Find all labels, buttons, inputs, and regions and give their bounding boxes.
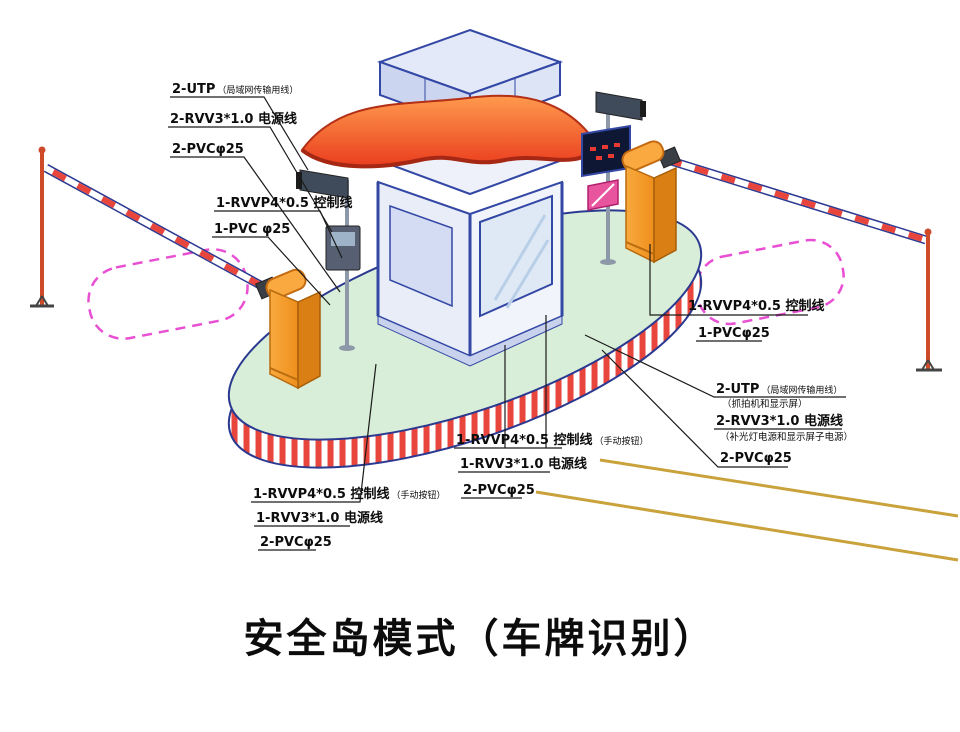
- left-barrier-arm: [43, 164, 265, 290]
- right-barrier-arm: [666, 155, 928, 245]
- guard-booth: [300, 28, 600, 367]
- right-camera-pole: [581, 91, 646, 265]
- label-note: （抓拍机和显示屏）: [722, 399, 808, 410]
- label-text: 2-PVCφ25: [463, 483, 535, 498]
- led-display-icon: [581, 124, 631, 178]
- cable-label-rl-2: （抓拍机和显示屏）: [722, 400, 808, 410]
- road-edge-lines: [535, 458, 959, 562]
- lpr-camera-left-icon: [299, 169, 349, 199]
- left-camera-pole: [296, 169, 361, 351]
- booth-window-left: [389, 204, 453, 308]
- cable-label-tl-3: 2-PVCφ25: [172, 143, 244, 157]
- cable-label-ll-1: 1-RVVP4*0.5 控制线（手动按钮）: [253, 488, 446, 502]
- cable-label-c-1: 1-RVVP4*0.5 控制线（手动按钮）: [456, 434, 649, 448]
- cable-label-ll-3: 2-PVCφ25: [260, 536, 332, 550]
- label-text: 1-RVVP4*0.5 控制线: [456, 433, 593, 448]
- cable-label-rl-4: （补光灯电源和显示屏子电源）: [720, 433, 853, 443]
- cable-label-rm-2: 1-PVCφ25: [698, 327, 770, 341]
- label-note: （局域网传输用线）: [761, 386, 843, 396]
- cable-label-rl-3: 2-RVV3*1.0 电源线: [716, 415, 843, 429]
- label-text: 1-RVVP4*0.5 控制线: [216, 196, 353, 211]
- label-text: 1-RVV3*1.0 电源线: [256, 511, 383, 526]
- cable-label-c-3: 2-PVCφ25: [463, 484, 535, 498]
- label-text: 2-UTP: [172, 82, 216, 97]
- cable-label-lm-1: 1-RVVP4*0.5 控制线: [216, 197, 353, 211]
- label-text: 2-UTP: [716, 382, 760, 397]
- label-text: 2-PVCφ25: [172, 142, 244, 157]
- label-text: 1-RVVP4*0.5 控制线: [253, 487, 390, 502]
- label-note: （手动按钮）: [391, 491, 446, 501]
- cable-label-rl-5: 2-PVCφ25: [720, 452, 792, 466]
- label-text: 1-PVCφ25: [698, 326, 770, 341]
- label-note: （手动按钮）: [594, 437, 649, 447]
- label-text: 2-RVV3*1.0 电源线: [170, 112, 297, 127]
- cable-label-rl-1: 2-UTP（局域网传输用线）: [716, 383, 842, 397]
- barrier-gate-left: [254, 268, 321, 390]
- cable-label-lm-2: 1-PVC φ25: [214, 223, 290, 237]
- label-note: （局域网传输用线）: [217, 86, 299, 96]
- booth-window-right: [479, 194, 553, 318]
- label-text: 1-RVVP4*0.5 控制线: [688, 299, 825, 314]
- lpr-camera-right-icon: [595, 91, 643, 121]
- label-note: （补光灯电源和显示屏子电源）: [720, 432, 854, 443]
- label-text: 2-RVV3*1.0 电源线: [716, 414, 843, 429]
- right-arm-support-pole: [916, 228, 942, 372]
- diagram-title: 安全岛模式（车牌识别）: [243, 616, 717, 662]
- leader-lines: [168, 96, 846, 551]
- cable-label-rm-1: 1-RVVP4*0.5 控制线: [688, 300, 825, 314]
- label-text: 1-PVC φ25: [214, 222, 291, 237]
- booth-canopy: [300, 94, 600, 169]
- barrier-gate-right: [621, 140, 682, 264]
- label-text: 2-PVCφ25: [720, 451, 792, 466]
- label-text: 2-PVCφ25: [260, 535, 332, 550]
- cable-label-tl-2: 2-RVV3*1.0 电源线: [170, 113, 297, 127]
- vehicle-zone-left-icon: [87, 248, 249, 340]
- booth-body: [376, 180, 564, 367]
- cable-label-c-2: 1-RVV3*1.0 电源线: [460, 458, 587, 472]
- cable-label-tl-1: 2-UTP（局域网传输用线）: [172, 83, 298, 97]
- left-arm-support-pole: [30, 146, 54, 308]
- label-text: 1-RVV3*1.0 电源线: [460, 457, 587, 472]
- cable-label-ll-2: 1-RVV3*1.0 电源线: [256, 512, 383, 526]
